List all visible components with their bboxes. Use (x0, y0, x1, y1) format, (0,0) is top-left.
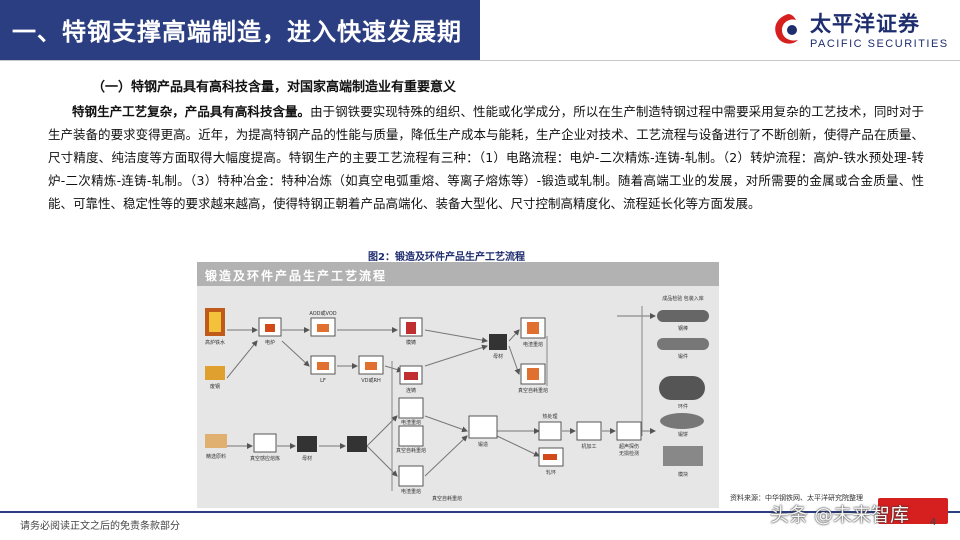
raw-material-icon (205, 434, 227, 448)
esr-mid-icon (398, 397, 424, 419)
machining-icon (576, 421, 602, 441)
body-paragraph: 特钢生产工艺复杂，产品具有高科技含量。由于钢铁要实现特殊的组织、性能或化学成分，… (48, 100, 924, 215)
label-esr-top: 电渣重熔 (523, 341, 543, 348)
inspect-icon (616, 421, 642, 441)
watermark-badge (878, 498, 948, 524)
var-mid-icon (398, 425, 424, 447)
company-logo: 太平洋证券 PACIFIC SECURITIES (770, 4, 955, 56)
figure-header: 锻造及环件产品生产工艺流程 (197, 262, 719, 286)
label-p-ring: 环件 (678, 403, 688, 410)
label-product: 成品检验 包装入库 (662, 295, 704, 302)
label-p-shaft: 锻件 (678, 353, 688, 360)
label-var-bot: 真空自耗重熔 (432, 495, 462, 502)
label-esr-bot: 电渣重熔 (401, 488, 421, 495)
product-ring-icon (659, 376, 705, 400)
page-title: 一、特钢支撑高端制造，进入快速发展期 (12, 18, 462, 46)
paragraph-lead: 特钢生产工艺复杂，产品具有高科技含量。 (72, 104, 311, 119)
scrap-icon (205, 366, 225, 380)
label-scrap: 废钢 (210, 383, 220, 390)
label-var-mid: 真空自耗重熔 (396, 447, 426, 454)
label-p-bar: 钢棒 (678, 325, 688, 332)
label-aod: AOD或VOD (309, 310, 336, 317)
esr-bot-icon (398, 465, 424, 487)
label-raw: 精选原料 (206, 453, 226, 460)
label-vim: 真空感应熔炼 (250, 455, 280, 462)
label-vd: VD或RH (361, 377, 381, 384)
title-banner: 一、特钢支撑高端制造，进入快速发展期 (0, 0, 480, 60)
watermark-text: 头条 @未来智库 (770, 504, 910, 526)
label-lf: LF (320, 378, 326, 384)
mother-icon (489, 334, 507, 350)
footer-divider (0, 511, 960, 513)
header-divider (0, 60, 960, 61)
label-mother: 母材 (493, 353, 503, 360)
label-esr-mid: 电渣重熔 (401, 419, 421, 426)
label-var-top: 真空自耗重熔 (518, 387, 548, 394)
page-number: 4 (930, 517, 937, 528)
label-p-block: 模块 (678, 471, 688, 478)
source-note: 资料来源：中华钢铁网、太平洋研究院整理 (730, 494, 863, 502)
label-blast-furnace: 高炉铁水 (205, 339, 225, 346)
figure-inner-title: 锻造及环件产品生产工艺流程 (205, 269, 388, 283)
label-ingot: 模铸 (406, 339, 416, 346)
forge-icon (468, 415, 498, 439)
label-mother2: 母材 (302, 455, 312, 462)
label-p-cake: 锻饼 (678, 431, 688, 438)
label-roll: 轧环 (546, 469, 556, 476)
logo-subtitle: PACIFIC SECURITIES (810, 38, 949, 50)
label-ccast: 连铸 (406, 387, 416, 394)
logo-name: 太平洋证券 (810, 12, 920, 36)
label-inspect: 超声探伤 (619, 443, 639, 450)
label-heat: 热处理 (542, 413, 557, 420)
label-eaf: 电炉 (265, 339, 275, 346)
process-flow-diagram: 高炉铁水 废钢 电炉 AOD或VOD LF VD或RH 模铸 连铸 母材 电渣重… (205, 295, 709, 502)
label-machining: 机加工 (581, 443, 596, 450)
mother2-icon (297, 436, 317, 452)
disclaimer-text: 请务必阅读正文之后的免责条款部分 (20, 521, 180, 532)
label-forge: 锻造 (478, 441, 488, 448)
figure-caption: 图2：锻造及环件产品生产工艺流程 (368, 252, 525, 263)
product-cake-icon (660, 413, 704, 429)
product-bar-icon (657, 310, 709, 322)
section-heading: （一）特钢产品具有高科技含量，对国家高端制造业有重要意义 (92, 80, 457, 95)
heat-icon (538, 421, 562, 441)
logo-icon (775, 14, 798, 44)
paragraph-body: 由于钢铁要实现特殊的组织、性能或化学成分，所以在生产制造特钢过程中需要采用复杂的… (48, 104, 924, 211)
label-ndt: 无损检测 (619, 450, 639, 457)
mother3-icon (347, 436, 367, 452)
vim-icon (253, 433, 277, 453)
product-shaft-icon (657, 338, 709, 350)
process-flow-figure: 锻造及环件产品生产工艺流程 (197, 262, 719, 508)
product-block-icon (663, 446, 703, 466)
